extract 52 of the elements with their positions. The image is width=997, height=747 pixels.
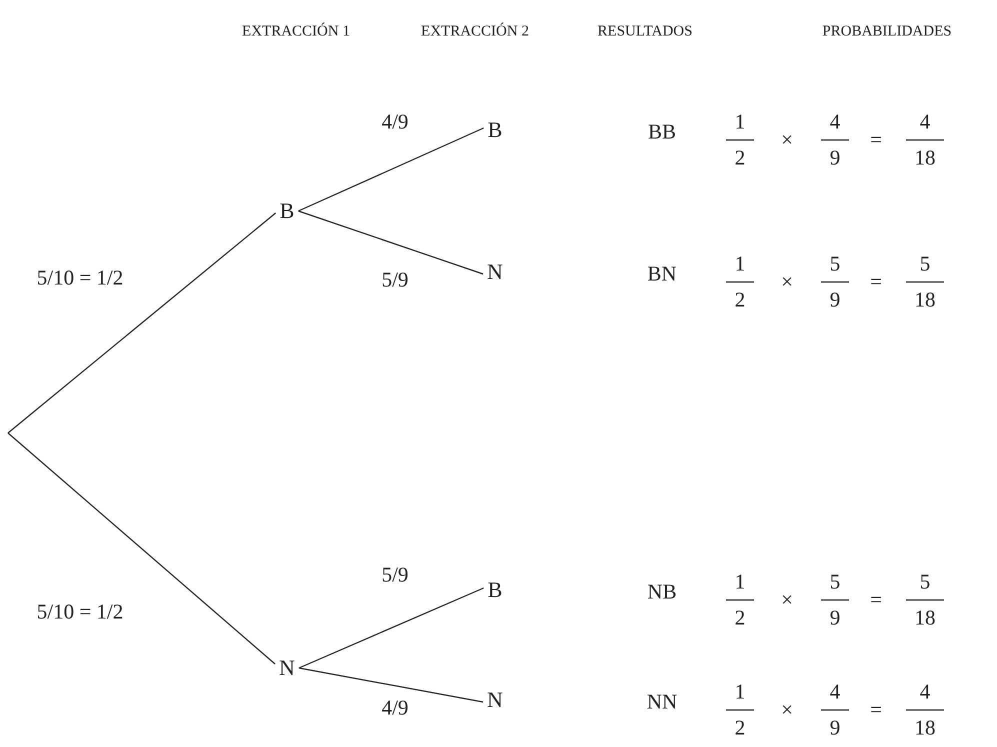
numerator: 5 — [830, 254, 840, 274]
denominator: 9 — [830, 718, 840, 738]
denominator: 9 — [830, 290, 840, 310]
numerator: 5 — [920, 572, 930, 592]
denominator: 2 — [734, 148, 746, 168]
numerator: 5 — [920, 254, 930, 274]
column-header: EXTRACCIÓN 1 — [242, 24, 350, 40]
denominator: 2 — [734, 718, 746, 738]
numerator: 1 — [734, 572, 746, 592]
column-header: RESULTADOS — [598, 24, 692, 40]
operator: × — [781, 700, 793, 720]
result-label: BN — [647, 264, 677, 284]
tree-branch — [298, 667, 484, 703]
numerator: 1 — [734, 682, 746, 702]
numerator: 4 — [920, 682, 930, 702]
result-label: NN — [646, 692, 678, 712]
tree-branch — [8, 432, 276, 664]
denominator: 9 — [830, 608, 840, 628]
numerator: 4 — [830, 112, 840, 132]
numerator: 1 — [734, 254, 746, 274]
result-label: BB — [648, 122, 676, 142]
tree-branch — [298, 210, 484, 275]
denominator: 9 — [830, 148, 840, 168]
denominator: 18 — [914, 148, 936, 168]
numerator: 1 — [734, 112, 746, 132]
denominator: 2 — [734, 290, 746, 310]
numerator: 4 — [920, 112, 930, 132]
operator: = — [870, 590, 882, 610]
tree-branch — [298, 587, 484, 669]
operator: × — [781, 590, 793, 610]
operator: = — [870, 130, 882, 150]
column-header: EXTRACCIÓN 2 — [421, 24, 529, 40]
denominator: 2 — [734, 608, 746, 628]
outcome-label: N — [277, 656, 297, 680]
outcome-label: B — [486, 578, 504, 602]
result-label: NB — [647, 582, 677, 602]
tree-branch — [298, 127, 484, 212]
numerator: 5 — [830, 572, 840, 592]
outcome-label: N — [485, 688, 505, 712]
outcome-label: N — [485, 260, 505, 284]
numerator: 4 — [830, 682, 840, 702]
denominator: 18 — [914, 718, 936, 738]
operator: × — [781, 130, 793, 150]
outcome-label: B — [278, 199, 296, 223]
operator: × — [781, 272, 793, 292]
operator: = — [870, 700, 882, 720]
denominator: 18 — [914, 290, 936, 310]
tree-branch — [8, 212, 276, 434]
outcome-label: B — [486, 118, 504, 142]
operator: = — [870, 272, 882, 292]
denominator: 18 — [914, 608, 936, 628]
column-header: PROBABILIDADES — [822, 24, 952, 40]
